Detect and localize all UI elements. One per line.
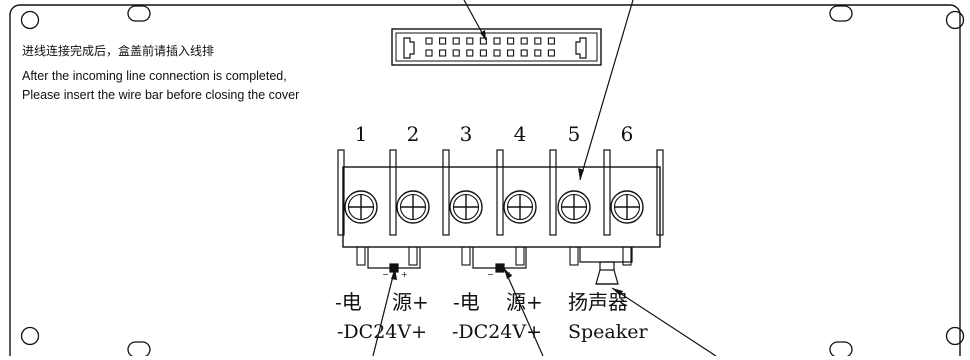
svg-text:+: +: [506, 270, 513, 279]
pin: [425, 37, 433, 45]
barrier-fin: [496, 149, 504, 236]
terminal-number-4: 4: [514, 122, 527, 146]
pin: [520, 37, 528, 45]
pin: [452, 37, 460, 45]
terminal-number-3: 3: [460, 122, 473, 146]
pin: [479, 37, 487, 45]
leader-line-terminal-5: [579, 0, 634, 181]
terminal-screw-3: [449, 190, 483, 224]
terminal-leg: [461, 246, 471, 266]
power-connection-2: − +: [472, 247, 527, 279]
barrier-fin: [442, 149, 450, 236]
svg-text:+: +: [401, 270, 408, 279]
terminal-screw-4: [503, 190, 537, 224]
pin: [439, 49, 447, 57]
terminal-leg: [622, 246, 632, 266]
notice-english-line-1: After the incoming line connection is co…: [22, 69, 287, 83]
terminal-body: [342, 166, 661, 248]
svg-text:−: −: [382, 270, 389, 279]
leader-line-speaker: [611, 287, 717, 357]
terminal-number-2: 2: [407, 122, 420, 146]
notice-chinese: 进线连接完成后，盒盖前请插入线排: [22, 44, 215, 58]
speaker-cn-label: 扬声器: [568, 290, 628, 314]
terminal-number-6: 6: [621, 122, 634, 146]
pin: [425, 49, 433, 57]
barrier-fin: [603, 149, 611, 236]
terminal-number-5: 5: [568, 122, 581, 146]
barrier-fin: [389, 149, 397, 236]
terminal-number-1: 1: [355, 122, 368, 146]
terminal-screws: [344, 190, 644, 224]
pin: [466, 37, 474, 45]
slot-top-left: [127, 5, 151, 22]
notice-english-line-2: Please insert the wire bar before closin…: [22, 88, 300, 102]
pin: [507, 37, 515, 45]
pin: [507, 49, 515, 57]
terminal-screw-1: [344, 190, 378, 224]
panel-outline: [9, 4, 961, 360]
pin: [534, 49, 542, 57]
terminal-leg: [356, 246, 366, 266]
pin: [547, 37, 555, 45]
speaker-connection: [579, 247, 633, 285]
pin: [452, 49, 460, 57]
pin: [534, 37, 542, 45]
terminal-barriers: [337, 149, 664, 236]
power-2-en-label: -DC24V+: [452, 321, 542, 343]
terminal-leg: [515, 246, 525, 266]
power-1-cn-label-b: 源+: [392, 290, 429, 314]
terminal-numbers: 1 2 3 4 5 6: [355, 122, 634, 146]
terminal-leg: [408, 246, 418, 266]
barrier-fin: [549, 149, 557, 236]
pin: [493, 37, 501, 45]
leader-lines: [372, 0, 717, 357]
power-2-cn-label-a: -电: [453, 290, 480, 314]
pin: [520, 49, 528, 57]
terminal-legs: [356, 246, 632, 266]
slot-top-right: [829, 5, 853, 22]
pin: [479, 49, 487, 57]
mounting-hole-bottom-right: [945, 326, 965, 346]
pin: [439, 37, 447, 45]
terminal-screw-2: [396, 190, 430, 224]
leader-line-power-2: [503, 267, 544, 357]
mounting-hole-top-right: [945, 10, 965, 30]
power-2-cn-label-b: 源+: [506, 290, 543, 314]
power-1-cn-label-a: -电: [335, 290, 362, 314]
pin-grid: [425, 37, 555, 57]
slot-bottom-left: [127, 341, 151, 358]
terminal-leg: [569, 246, 579, 266]
power-connection-1: − +: [367, 247, 421, 279]
slot-bottom-right: [829, 341, 853, 358]
terminal-labels: -电 源+ -DC24V+ -电 源+ -DC24V+ 扬声器 Speaker: [335, 290, 649, 343]
terminal-screw-6: [610, 190, 644, 224]
mounting-hole-bottom-left: [20, 326, 40, 346]
terminal-block: [337, 149, 664, 266]
leader-line-power-1: [372, 267, 396, 357]
speaker-en-label: Speaker: [568, 321, 649, 343]
svg-text:−: −: [487, 270, 494, 279]
terminal-screw-5: [557, 190, 591, 224]
pin-header-connector: [391, 28, 602, 66]
barrier-fin: [337, 149, 345, 236]
power-1-en-label: -DC24V+: [337, 321, 427, 343]
pin: [547, 49, 555, 57]
pin: [493, 49, 501, 57]
pin: [466, 49, 474, 57]
mounting-hole-top-left: [20, 10, 40, 30]
